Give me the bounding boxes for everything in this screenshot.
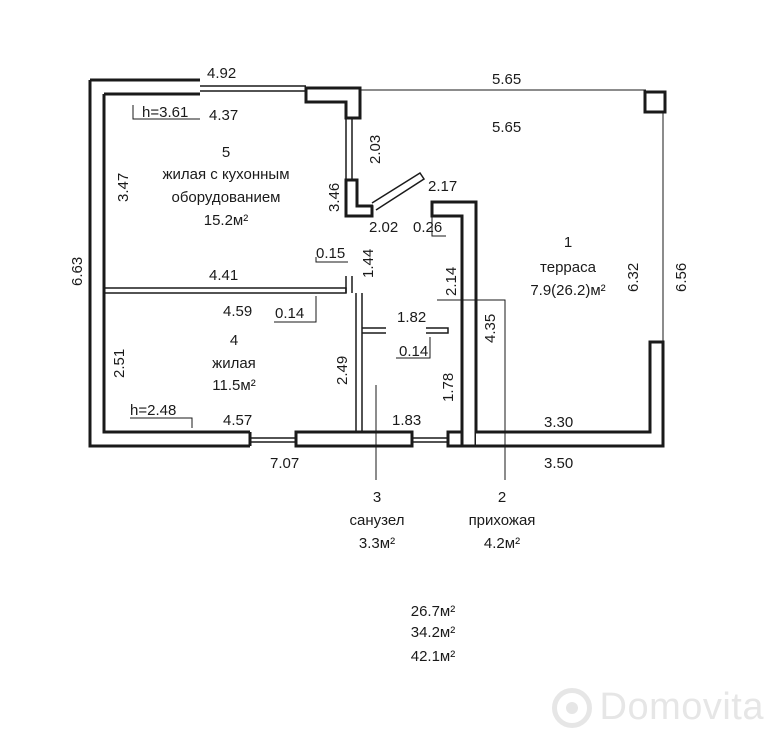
walls — [88, 78, 667, 448]
dim-3-50: 3.50 — [544, 455, 573, 472]
dim-top-right: 5.65 — [492, 71, 521, 88]
ceiling-height-bottom: h=2.48 — [130, 402, 176, 419]
dim-6-63: 6.63 — [69, 257, 86, 286]
dim-4-59: 4.59 — [223, 303, 252, 320]
total-area-3: 42.1м² — [411, 648, 456, 665]
dim-2-02: 2.02 — [369, 219, 398, 236]
dim-4-35: 4.35 — [482, 314, 499, 343]
watermark: Domovita — [551, 686, 765, 729]
dim-0-14-b: 0.14 — [399, 343, 428, 360]
area-totals: 26.7м² 34.2м² 42.1м² — [411, 603, 456, 665]
dim-top-left: 4.92 — [207, 65, 236, 82]
terrace-column — [643, 90, 667, 114]
room-2-label: 2 прихожая 4.2м² — [469, 489, 536, 552]
dim-7-07: 7.07 — [270, 455, 299, 472]
dim-3-30: 3.30 — [544, 414, 573, 431]
room-3-area: 3.3м² — [359, 535, 395, 552]
room-3-number: 3 — [373, 489, 381, 506]
room-1-area: 7.9(26.2)м² — [530, 282, 605, 299]
dim-2-03: 2.03 — [367, 135, 384, 164]
room-2-number: 2 — [498, 489, 506, 506]
dim-4-57: 4.57 — [223, 412, 252, 429]
room-2-name: прихожая — [469, 512, 536, 529]
dim-0-15: 0.15 — [316, 245, 345, 262]
watermark-text: Domovita — [599, 686, 764, 728]
dim-2-14: 2.14 — [443, 267, 460, 296]
dim-3-47: 3.47 — [115, 173, 132, 202]
room-5-name-line2: оборудованием — [171, 189, 280, 206]
dim-6-56: 6.56 — [673, 263, 690, 292]
dim-inner-right: 5.65 — [492, 119, 521, 136]
room-5-area: 15.2м² — [204, 212, 249, 229]
room-1-name: терраса — [540, 259, 597, 276]
room-4-label: 4 жилая 11.5м² — [212, 332, 256, 394]
door-leaf — [371, 171, 426, 211]
dim-0-26: 0.26 — [413, 219, 442, 236]
room-3-name: санузел — [350, 512, 405, 529]
callout-lines — [130, 105, 506, 480]
dim-1-78: 1.78 — [440, 373, 457, 402]
room-4-name: жилая — [212, 355, 256, 372]
dim-2-49: 2.49 — [334, 356, 351, 385]
wall-corner-top — [304, 86, 362, 120]
dim-4-41: 4.41 — [209, 267, 238, 284]
dim-1-83: 1.83 — [392, 412, 421, 429]
room-3-label: 3 санузел 3.3м² — [350, 489, 405, 552]
room-5-number: 5 — [222, 144, 230, 161]
wall-hall-right — [430, 200, 478, 448]
dim-0-14-a: 0.14 — [275, 305, 304, 322]
terrace-wall — [476, 340, 665, 448]
room-1-label: 1 терраса 7.9(26.2)м² — [530, 234, 605, 299]
total-area-1: 26.7м² — [411, 603, 456, 620]
wall-stub-door — [344, 178, 374, 218]
dim-3-46: 3.46 — [326, 183, 343, 212]
dim-2-51: 2.51 — [111, 349, 128, 378]
room-5-name-line1: жилая с кухонным — [162, 166, 289, 183]
dim-1-44: 1.44 — [360, 249, 377, 278]
total-area-2: 34.2м² — [411, 624, 456, 641]
dim-2-17: 2.17 — [428, 178, 457, 195]
room-5-label: 5 жилая с кухонным оборудованием 15.2м² — [162, 144, 289, 229]
room-2-area: 4.2м² — [484, 535, 520, 552]
dim-6-32: 6.32 — [625, 263, 642, 292]
room-4-area: 11.5м² — [212, 377, 255, 394]
ceiling-height-top: h=3.61 — [142, 104, 188, 121]
dim-inner-top: 4.37 — [209, 107, 238, 124]
dim-1-82: 1.82 — [397, 309, 426, 326]
room-4-number: 4 — [230, 332, 238, 349]
outer-wall-left — [88, 80, 250, 448]
watermark-logo-icon — [551, 687, 592, 728]
room-1-number: 1 — [564, 234, 572, 251]
